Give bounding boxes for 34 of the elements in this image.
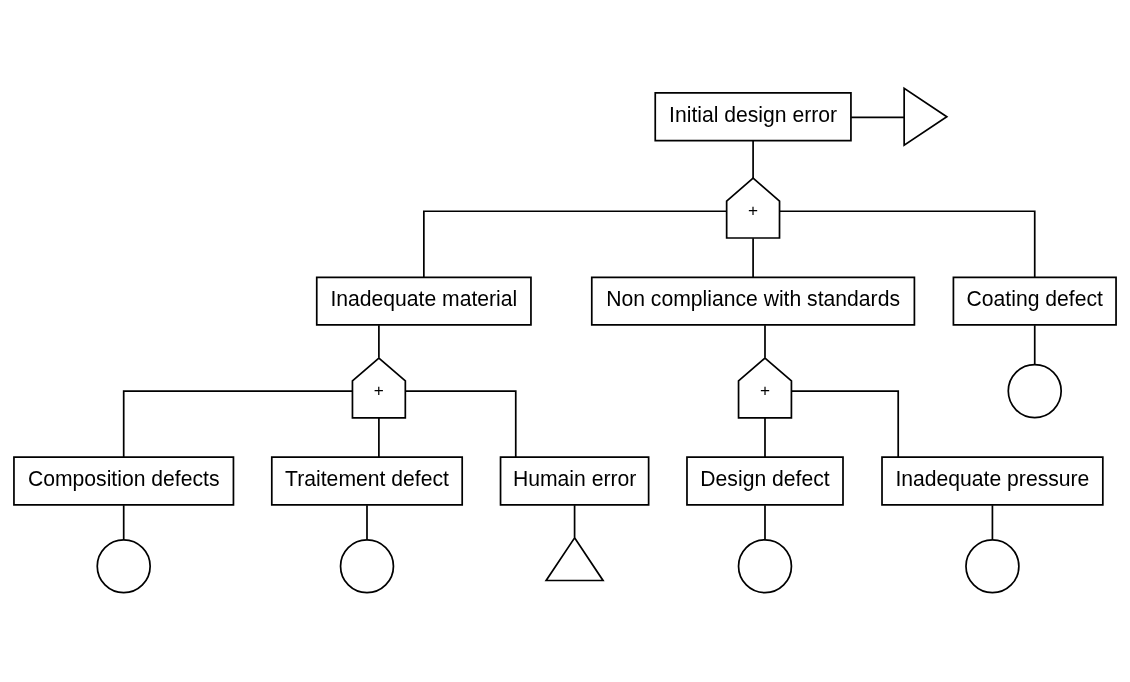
node-circle <box>737 538 793 594</box>
node-box: Initial design error <box>654 91 852 141</box>
connector <box>423 209 727 278</box>
connector <box>764 416 766 458</box>
node-box: Humain error <box>499 455 650 506</box>
connector <box>378 416 380 458</box>
connector <box>991 503 994 540</box>
node-box: Inadequate material <box>315 276 532 326</box>
node-triangle <box>903 86 949 147</box>
connector <box>778 209 1036 278</box>
node-circle <box>339 538 395 594</box>
node-box: Coating defect <box>952 276 1117 326</box>
node-circle <box>1007 363 1063 418</box>
connector <box>378 323 380 359</box>
connector <box>122 503 125 540</box>
node-circle <box>96 538 151 594</box>
connector <box>366 503 368 540</box>
connector <box>573 503 576 538</box>
node-box: Composition defects <box>13 455 235 506</box>
connector <box>752 139 754 179</box>
connector <box>405 389 517 458</box>
connector <box>752 236 754 278</box>
connector <box>122 389 353 458</box>
connector <box>1033 323 1036 365</box>
node-box: Non compliance with standards <box>590 276 916 326</box>
node-box: Inadequate pressure <box>881 455 1104 506</box>
connector <box>764 323 766 359</box>
connector <box>850 116 905 118</box>
connector <box>764 503 766 540</box>
node-box: Design defect <box>686 455 844 506</box>
connector <box>791 389 900 458</box>
node-circle <box>965 538 1020 594</box>
node-box: Traitement defect <box>270 455 464 506</box>
node-triangle <box>544 535 605 581</box>
